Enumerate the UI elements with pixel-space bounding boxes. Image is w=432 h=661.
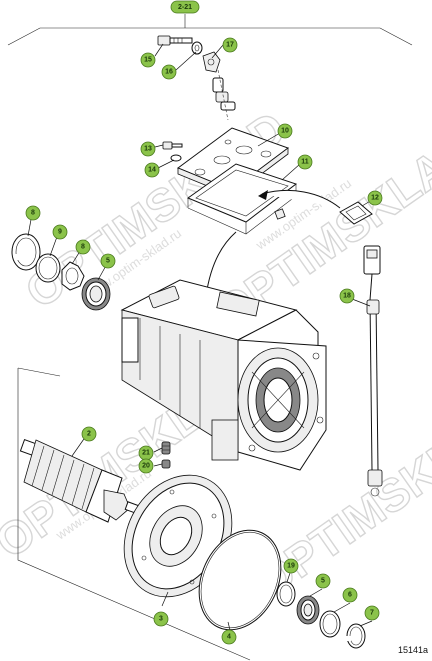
rear-ring-6-part <box>319 610 341 638</box>
callout-7: 7 <box>364 605 380 621</box>
svg-text:16: 16 <box>165 69 173 76</box>
callout-4: 4 <box>221 629 237 645</box>
svg-text:15: 15 <box>144 57 152 64</box>
svg-text:6: 6 <box>348 592 352 599</box>
callout-16: 16 <box>161 64 177 80</box>
svg-text:14: 14 <box>148 167 156 174</box>
callout-3: 3 <box>153 611 169 627</box>
svg-text:10: 10 <box>281 128 289 135</box>
clamp-part <box>202 51 221 73</box>
callout-13: 13 <box>140 141 156 157</box>
svg-text:12: 12 <box>371 195 379 202</box>
callout-11: 11 <box>297 154 313 170</box>
circlip-part <box>11 233 41 271</box>
ring-part <box>35 253 61 283</box>
bearing-part <box>81 277 111 311</box>
spring-part <box>161 441 171 455</box>
callout-15: 15 <box>140 52 156 68</box>
svg-text:7: 7 <box>370 610 374 617</box>
svg-text:11: 11 <box>301 159 309 166</box>
callout-17: 17 <box>222 37 238 53</box>
rear-bearing-part <box>296 595 320 625</box>
callout-21: 21 <box>138 445 154 461</box>
wave-spring-part <box>61 261 85 291</box>
lower-bracket <box>17 367 251 661</box>
callout-2: 2 <box>81 426 97 442</box>
figure-id: 15141a <box>397 645 428 655</box>
wire-harness-part <box>363 245 383 497</box>
gasket-part <box>186 163 298 235</box>
bolt-part <box>157 35 193 46</box>
svg-text:2: 2 <box>87 431 91 438</box>
svg-text:3: 3 <box>159 616 163 623</box>
svg-text:19: 19 <box>287 563 295 570</box>
callout-12: 12 <box>367 190 383 206</box>
motor-housing-part <box>120 279 327 471</box>
callout-9: 9 <box>52 224 68 240</box>
svg-text:4: 4 <box>227 634 231 641</box>
svg-text:20: 20 <box>142 463 150 470</box>
svg-text:17: 17 <box>226 42 234 49</box>
svg-text:21: 21 <box>142 450 150 457</box>
rear-ring-part <box>276 581 296 607</box>
svg-text:8: 8 <box>81 244 85 251</box>
svg-text:5: 5 <box>106 258 110 265</box>
callout-6: 6 <box>342 587 358 603</box>
washer-part <box>191 41 203 55</box>
o-ring-part <box>198 529 282 631</box>
rotor-part <box>19 438 148 523</box>
callout-14: 14 <box>144 162 160 178</box>
header-ref-badge: 2-21 <box>170 0 200 14</box>
pin-part <box>161 459 171 469</box>
svg-text:9: 9 <box>58 229 62 236</box>
callout-19: 19 <box>283 558 299 574</box>
callout-10: 10 <box>277 123 293 139</box>
rear-circlip-part <box>346 623 366 649</box>
svg-text:18: 18 <box>343 293 351 300</box>
callout-20: 20 <box>138 458 154 474</box>
end-shield-part <box>123 474 233 598</box>
svg-text:5: 5 <box>321 578 325 585</box>
small-gasket-part <box>339 201 373 225</box>
callout-5-rear: 5 <box>315 573 331 589</box>
screw-part <box>162 141 183 162</box>
callout-5-front: 5 <box>100 253 116 269</box>
callout-8-left: 8 <box>25 205 41 221</box>
callout-18: 18 <box>339 288 355 304</box>
svg-text:8: 8 <box>31 210 35 217</box>
svg-text:13: 13 <box>144 146 152 153</box>
header-ref-label: 2-21 <box>178 4 192 11</box>
sensor-part <box>212 69 236 121</box>
callout-8-spring: 8 <box>75 239 91 255</box>
reference-bracket <box>7 14 413 46</box>
